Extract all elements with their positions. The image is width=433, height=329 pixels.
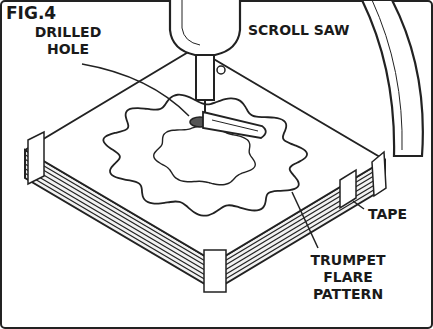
figure-number: FIG.4 xyxy=(6,5,56,22)
saw-arm-detail xyxy=(372,0,402,150)
saw-head xyxy=(170,0,240,55)
stack-top-face xyxy=(25,48,385,262)
hold-down-slot xyxy=(212,120,258,131)
leader-line xyxy=(292,192,318,248)
part-label: SCROLL SAW xyxy=(248,22,350,39)
leader-line xyxy=(353,201,364,209)
hold-down-foot xyxy=(203,112,266,138)
leader-line xyxy=(82,64,189,116)
saw-head-detail xyxy=(182,0,200,45)
tape-strip xyxy=(28,132,44,184)
saw-arm xyxy=(362,0,423,156)
tape-strip xyxy=(204,250,226,292)
flare-pattern xyxy=(103,95,307,216)
blade-holder xyxy=(196,55,214,100)
part-label: DRILLED HOLE xyxy=(26,24,110,58)
part-label: TRUMPET FLARE PATTERN xyxy=(300,252,396,303)
holder-knob xyxy=(217,66,225,74)
part-label: TAPE xyxy=(368,206,407,223)
tape-strip xyxy=(372,152,386,196)
